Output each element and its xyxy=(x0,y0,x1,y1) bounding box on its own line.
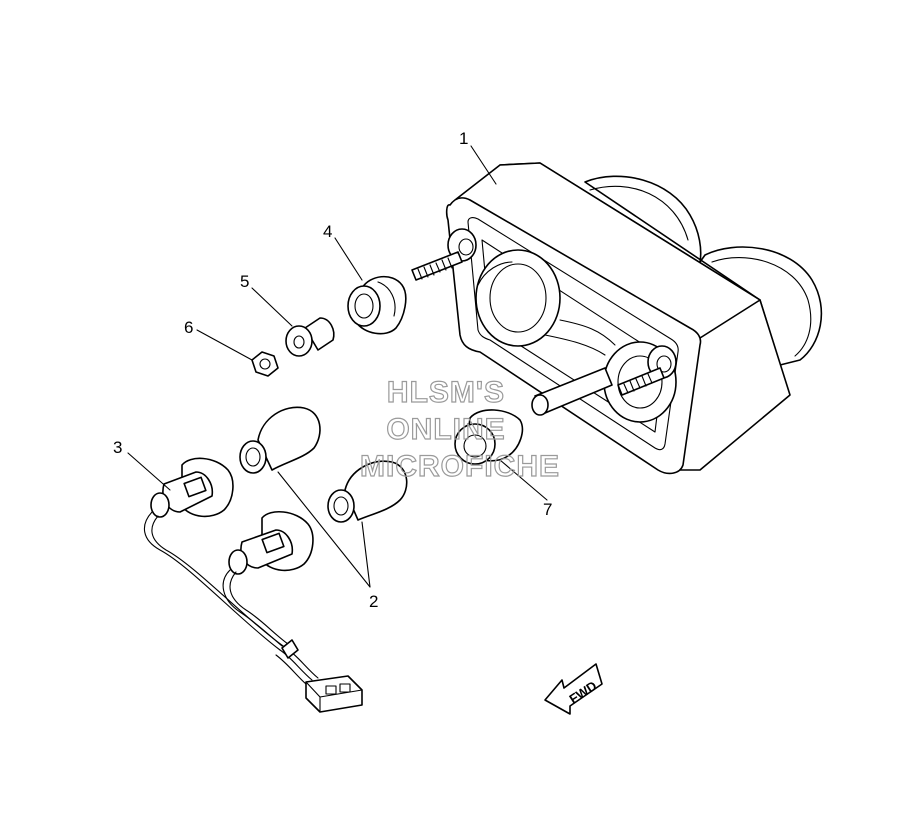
callout-1: 1 xyxy=(459,129,468,148)
callout-2: 2 xyxy=(369,592,378,611)
callout-4: 4 xyxy=(323,222,332,241)
part-2-bulb-lower xyxy=(327,460,408,523)
harness-connector xyxy=(305,675,363,713)
part-2-bulb-upper xyxy=(239,406,321,474)
callout-5: 5 xyxy=(240,272,249,291)
callout-7: 7 xyxy=(543,500,552,519)
callout-3: 3 xyxy=(113,438,122,457)
watermark-line-3: MICROFICHE xyxy=(360,450,560,483)
harness-wire-a xyxy=(143,511,281,651)
watermark-line-2: ONLINE xyxy=(386,413,505,446)
fwd-direction-arrow: FWD xyxy=(544,663,603,715)
part-1-taillight-housing xyxy=(411,162,823,475)
callout-labels: 1 2 3 4 5 6 7 xyxy=(113,129,552,611)
watermark: HLSM'S ONLINE MICROFICHE xyxy=(359,375,560,483)
part-5-collar xyxy=(285,317,335,357)
part-4-grommet xyxy=(347,275,407,335)
callout-6: 6 xyxy=(184,318,193,337)
leader-lines xyxy=(127,145,548,588)
part-7-grommet xyxy=(454,409,524,465)
housing-rear-dome xyxy=(584,175,823,366)
part-3-socket-harness xyxy=(143,457,363,713)
fwd-arrow-icon xyxy=(544,663,603,715)
upper-reflector xyxy=(475,249,561,347)
part-6-nut xyxy=(251,351,279,377)
lower-threaded-stud xyxy=(617,367,665,396)
watermark-line-1: HLSM'S xyxy=(387,376,505,409)
